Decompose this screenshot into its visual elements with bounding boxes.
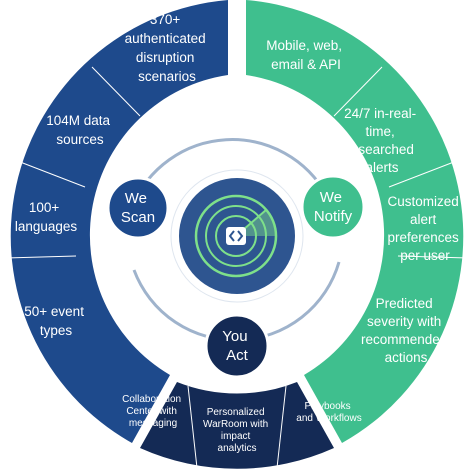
- divider: [276, 385, 287, 469]
- notify-item-channels: Mobile, web, email & API: [266, 38, 346, 72]
- scan-item-languages: 100+ languages: [15, 200, 78, 234]
- notify-item-preferences: Customized alert preferences per user: [387, 194, 462, 263]
- we-scan-bubble: [106, 176, 170, 240]
- act-item-collaboration: Collaboration Center with messaging: [122, 394, 184, 429]
- you-act-label: You Act: [222, 328, 251, 364]
- notify-segment: [246, 0, 464, 443]
- divider: [5, 255, 77, 259]
- notify-item-realtime: 24/7 in-real- time, researched alerts: [344, 106, 420, 175]
- inner-ring: [130, 138, 329, 208]
- act-item-playbooks: Playbooks and Workflows: [296, 401, 361, 424]
- you-act-bubble: [204, 313, 270, 379]
- act-item-warroom: Personalized WarRoom with impact analyti…: [203, 407, 271, 454]
- scan-item-data-sources: 104M data sources: [46, 113, 114, 147]
- divider: [397, 255, 469, 259]
- code-brackets-icon: [226, 227, 246, 245]
- divider: [187, 385, 198, 469]
- divider: [91, 66, 141, 117]
- divider: [388, 159, 460, 188]
- scan-item-event-types: 50+ event types: [24, 304, 87, 338]
- we-notify-label: We Notify: [314, 189, 353, 225]
- notify-item-severity: Predicted severity with recommended acti…: [361, 296, 451, 365]
- act-segment: [140, 382, 334, 469]
- divider: [14, 159, 86, 188]
- scan-item-scenarios: 370+ authenticated disruption scenarios: [125, 12, 210, 84]
- divider: [333, 66, 383, 117]
- we-notify-bubble: [300, 174, 366, 240]
- scan-segment: [10, 0, 229, 443]
- we-scan-label: We Scan: [121, 190, 155, 226]
